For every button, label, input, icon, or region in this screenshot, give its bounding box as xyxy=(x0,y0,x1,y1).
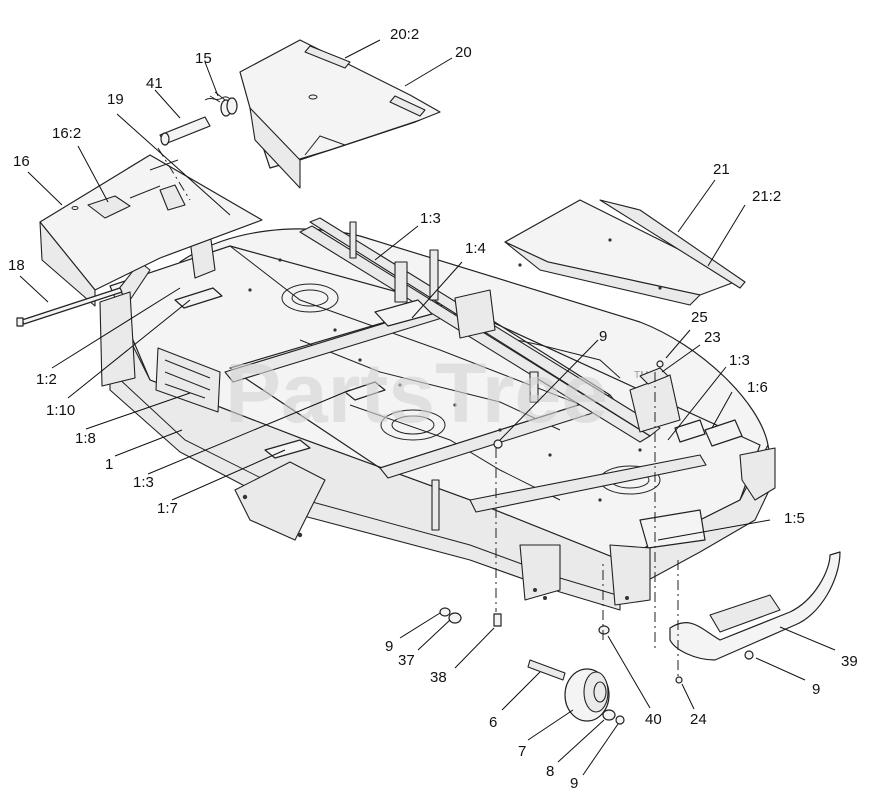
callout-19: 19 xyxy=(107,91,124,108)
callout-16-2: 16:2 xyxy=(52,125,81,142)
mower-deck xyxy=(99,217,776,611)
callout-7: 7 xyxy=(518,743,526,760)
bolt-18 xyxy=(16,287,123,327)
callout-21: 21 xyxy=(713,161,730,178)
watermark: PartsTree TM xyxy=(225,346,648,440)
callout-9-wheel: 9 xyxy=(570,775,578,792)
callout-18: 18 xyxy=(8,257,25,274)
callout-25: 25 xyxy=(691,309,708,326)
deck-rivets xyxy=(242,258,642,600)
callout-20: 20 xyxy=(455,44,472,61)
callout-41: 41 xyxy=(146,75,163,92)
callout-23: 23 xyxy=(704,329,721,346)
leader-lines xyxy=(19,39,836,776)
callout-1-8: 1:8 xyxy=(75,430,96,447)
callout-1-7: 1:7 xyxy=(157,500,178,517)
callout-1-6: 1:6 xyxy=(747,379,768,396)
callout-1-10: 1:10 xyxy=(46,402,75,419)
callout-9-bumper: 9 xyxy=(812,681,820,698)
callout-38: 38 xyxy=(430,669,447,686)
assembly-lines xyxy=(157,147,679,680)
belt-cover-20 xyxy=(239,39,441,189)
callout-16: 16 xyxy=(13,153,30,170)
callout-39: 39 xyxy=(841,653,858,670)
bumper-39 xyxy=(669,551,841,661)
watermark-text: PartsTree xyxy=(225,346,608,440)
callout-1-3-right: 1:3 xyxy=(729,352,750,369)
callout-8: 8 xyxy=(546,763,554,780)
callout-21-2: 21:2 xyxy=(752,188,781,205)
caster-wheel xyxy=(527,659,625,725)
belt-cover-21 xyxy=(504,199,746,306)
callout-15: 15 xyxy=(195,50,212,67)
callout-24: 24 xyxy=(690,711,707,728)
callout-9-top: 9 xyxy=(599,328,607,345)
callout-labels: 20:2 20 15 41 19 16:2 16 18 21 21:2 1:3 … xyxy=(8,26,858,792)
callout-1-3-top: 1:3 xyxy=(420,210,441,227)
callout-6: 6 xyxy=(489,714,497,731)
callout-37: 37 xyxy=(398,652,415,669)
callout-1-3-bottom: 1:3 xyxy=(133,474,154,491)
callout-9-left: 9 xyxy=(385,638,393,655)
callout-40: 40 xyxy=(645,711,662,728)
callout-1: 1 xyxy=(105,456,113,473)
callout-1-4: 1:4 xyxy=(465,240,486,257)
callout-20-2: 20:2 xyxy=(390,26,419,43)
callout-1-2: 1:2 xyxy=(36,371,57,388)
small-hardware xyxy=(439,360,683,684)
spring-and-rod xyxy=(159,91,238,146)
callout-1-5: 1:5 xyxy=(784,510,805,527)
belt-cover-16 xyxy=(39,154,263,307)
